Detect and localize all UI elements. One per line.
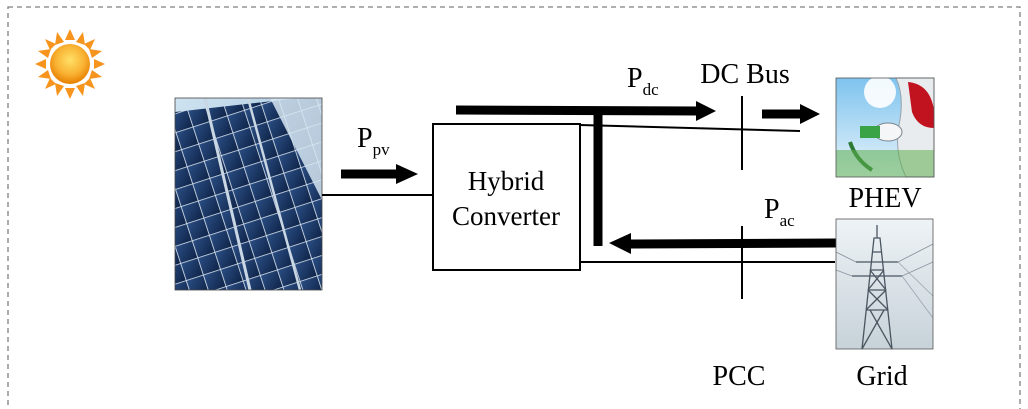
- dashed-frame: [7, 6, 1021, 409]
- sun-icon: [35, 29, 105, 99]
- grid-label: Grid: [856, 361, 907, 392]
- dc-arrow-head: [696, 101, 716, 121]
- p-dc-label: Pdc: [627, 63, 659, 99]
- solar-panel-image: [174, 97, 323, 291]
- ac-power-bar: [627, 238, 837, 249]
- converter-to-dc-bus-line: [579, 124, 801, 132]
- power-flow-bars: [341, 105, 837, 249]
- ev-charging-image: [835, 76, 935, 178]
- p-pv-label: Ppv: [357, 123, 390, 159]
- pcc-label: PCC: [713, 361, 766, 392]
- dc-power-bar: [455, 105, 701, 116]
- dc-bus-label: DC Bus: [700, 59, 789, 90]
- hybrid-converter-box: [432, 123, 581, 271]
- ac-arrow-head: [609, 233, 631, 254]
- transmission-tower-image: [835, 218, 934, 350]
- converter-label-line1: Hybrid: [468, 166, 545, 196]
- converter-label-line2: Converter: [452, 201, 560, 231]
- pv-arrow-head: [396, 164, 418, 184]
- wiring: [322, 124, 835, 263]
- phev-label: PHEV: [848, 183, 921, 214]
- phev-arrow-head: [800, 104, 820, 124]
- p-ac-label: Pac: [764, 194, 795, 230]
